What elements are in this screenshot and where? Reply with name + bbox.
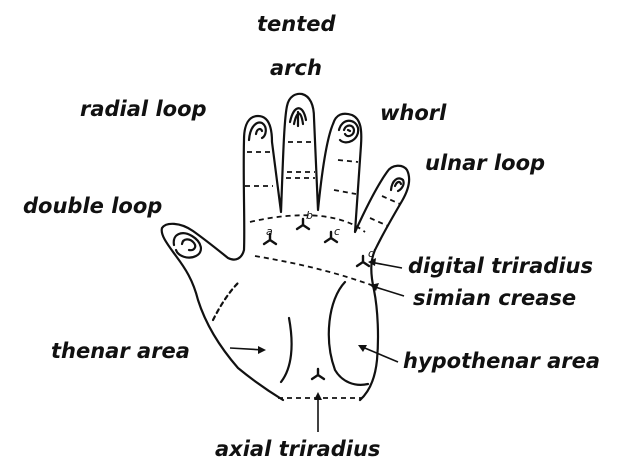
double-loop-print bbox=[174, 233, 201, 257]
axial-triradius-mark bbox=[312, 369, 324, 379]
triradius-c-letter: c bbox=[334, 226, 340, 238]
label-hypothenar-area: hypothenar area bbox=[403, 349, 600, 373]
label-whorl: whorl bbox=[380, 101, 446, 125]
label-simian-crease: simian crease bbox=[413, 286, 576, 310]
label-radial-loop: radial loop bbox=[80, 97, 207, 121]
simian-crease-line bbox=[255, 256, 374, 286]
whorl-print bbox=[339, 121, 358, 143]
radial-loop-print bbox=[249, 123, 266, 140]
label-double-loop: double loop bbox=[23, 194, 162, 218]
little-crease-upper bbox=[382, 196, 400, 204]
arrowhead-axial bbox=[314, 392, 322, 400]
little-crease-lower bbox=[370, 218, 388, 226]
tented-arch-print bbox=[290, 108, 306, 126]
hypothenar-crease bbox=[329, 282, 368, 385]
ulnar-loop-print bbox=[391, 178, 404, 191]
thumb-joint bbox=[213, 283, 238, 320]
ring-crease-lower bbox=[334, 190, 356, 194]
label-thenar-area: thenar area bbox=[51, 339, 190, 363]
triradius-b-letter: b bbox=[306, 210, 313, 222]
label-tented: tented bbox=[257, 12, 336, 36]
arrowhead-thenar bbox=[258, 346, 266, 354]
thenar-crease bbox=[281, 318, 292, 382]
label-arch: arch bbox=[270, 56, 322, 80]
triradius-d-letter: d bbox=[368, 248, 375, 260]
label-axial-triradius: axial triradius bbox=[215, 437, 380, 461]
label-ulnar-loop: ulnar loop bbox=[425, 151, 545, 175]
label-digital-triradius: digital triradius bbox=[408, 254, 593, 278]
ring-crease-upper bbox=[338, 160, 358, 162]
triradius-a-letter: a bbox=[266, 226, 273, 238]
arrow-hypothenar-area bbox=[360, 346, 398, 362]
